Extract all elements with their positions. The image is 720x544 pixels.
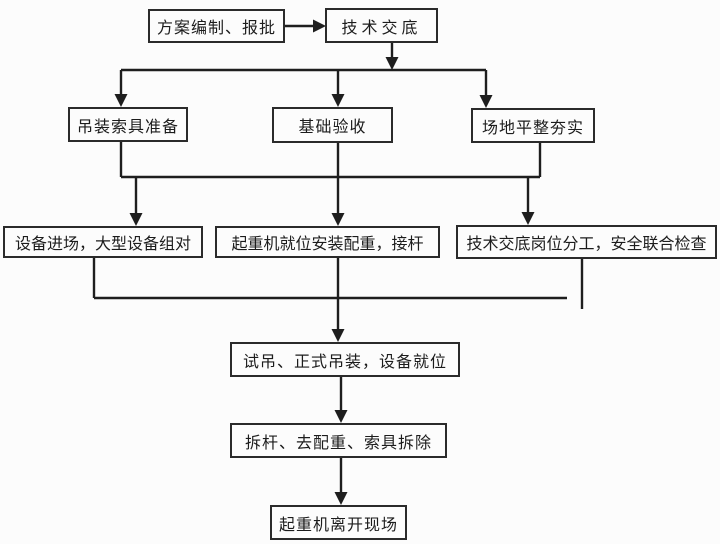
node-ground-label: 场地平整夯实 — [481, 117, 584, 137]
node-crane-out-label: 起重机离开现场 — [278, 514, 398, 534]
node-crane-out: 起重机离开现场 — [270, 505, 407, 540]
node-foundation-label: 基础验收 — [298, 117, 367, 136]
edge-dismantle-to-crane-out — [334, 458, 348, 505]
edge-merge-to-trial-lift — [331, 258, 345, 342]
node-crane-set: 起重机就位安装配重，接杆 — [215, 226, 440, 258]
bus2-line — [119, 142, 542, 179]
node-roles-label: 技术交底岗位分工，安全联合检查 — [466, 234, 707, 253]
node-equip-in: 设备进场，大型设备组对 — [3, 226, 203, 258]
node-plan-label: 方案编制、报批 — [156, 18, 276, 37]
node-rigging: 吊装索具准备 — [68, 107, 188, 142]
edge-foundation-to-crane-set — [331, 143, 345, 226]
node-dismantle: 拆杆、去配重、索具拆除 — [230, 423, 447, 458]
node-trial-lift: 试吊、正式吊装，设备就位 — [230, 342, 460, 377]
node-trial-lift-label: 试吊、正式吊装，设备就位 — [242, 351, 447, 371]
bus3-line — [92, 258, 584, 309]
edge-briefing-to-bus1 — [385, 43, 399, 70]
edge-bus2-to-roles — [521, 177, 535, 225]
edge-trial-lift-to-dismantle — [334, 377, 348, 423]
node-briefing-label: 技术交底 — [341, 17, 422, 37]
node-crane-set-label: 起重机就位安装配重，接杆 — [231, 234, 424, 253]
node-plan: 方案编制、报批 — [148, 9, 285, 43]
node-dismantle-label: 拆杆、去配重、索具拆除 — [244, 432, 432, 452]
edge-plan-to-briefing — [285, 19, 326, 33]
edge-bus1-to-rigging — [114, 70, 128, 107]
node-briefing: 技术交底 — [325, 8, 438, 43]
edge-bus2-to-equip-in — [129, 177, 143, 226]
node-ground: 场地平整夯实 — [471, 108, 595, 143]
node-roles: 技术交底岗位分工，安全联合检查 — [456, 225, 717, 259]
node-foundation: 基础验收 — [272, 107, 393, 143]
node-rigging-label: 吊装索具准备 — [76, 116, 179, 136]
edge-bus1-to-foundation — [331, 70, 345, 107]
edge-bus1-to-ground — [479, 70, 493, 108]
node-equip-in-label: 设备进场，大型设备组对 — [14, 234, 191, 253]
